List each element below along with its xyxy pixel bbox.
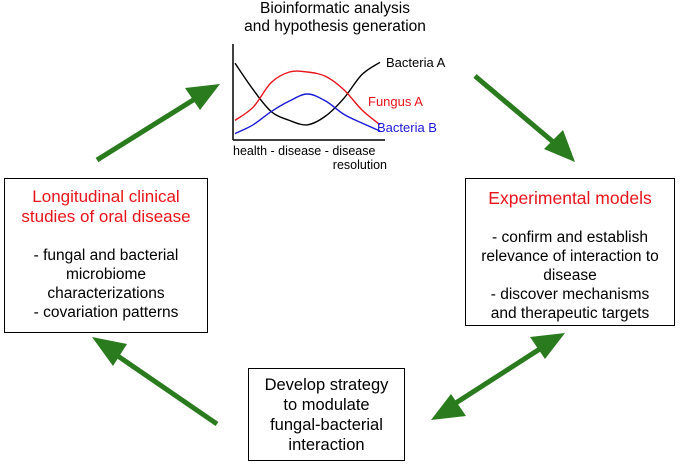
box-clinical-line-1: - fungal and bacterial (33, 247, 179, 264)
box-clinical-line-4: - covariation patterns (33, 304, 179, 321)
series-line-fungus-a (234, 70, 381, 126)
box-experimental-models: Experimental models - confirm and establ… (465, 178, 675, 326)
arrow-bottom-to-left (92, 337, 219, 427)
top-title-line-2: and hypothesis generation (244, 18, 426, 35)
chart-xlabel-line-2: resolution (332, 158, 387, 172)
box-clinical-line-2: microbiome (65, 266, 147, 283)
box-strategy-line-4: interaction (288, 436, 365, 454)
box-experimental-line-4: - discover mechanisms (490, 286, 650, 303)
box-strategy-line-3: fungal-bacterial (270, 416, 383, 434)
box-clinical-title-line-1: Longitudinal clinical (32, 187, 180, 206)
arrow-bottom-right-double (431, 333, 565, 420)
box-clinical-studies: Longitudinal clinical studies of oral di… (4, 178, 208, 333)
top-title: Bioinformatic analysis and hypothesis ge… (215, 0, 455, 36)
series-line-bacteria-a (234, 61, 381, 126)
box-develop-strategy: Develop strategy to modulate fungal-bact… (248, 368, 405, 461)
top-title-line-1: Bioinformatic analysis (260, 0, 410, 17)
box-experimental-body: - confirm and establish relevance of int… (466, 228, 674, 323)
box-experimental-line-3: disease (543, 267, 597, 284)
series-label-bacteria-a: Bacteria A (386, 55, 446, 70)
box-clinical-title-line-2: studies of oral disease (21, 207, 191, 226)
arrow-top-to-right (473, 74, 575, 162)
box-clinical-body: - fungal and bacterial microbiome charac… (5, 246, 207, 322)
box-experimental-line-5: and therapeutic targets (490, 305, 650, 322)
arrow-left-to-top (95, 84, 220, 163)
box-experimental-line-2: relevance of interaction to (481, 248, 659, 265)
box-experimental-title: Experimental models (488, 188, 652, 208)
box-clinical-line-3: characterizations (47, 285, 165, 302)
chart-xlabel-line-1: health - disease - disease (233, 144, 376, 158)
box-experimental-line-1: - confirm and establish (492, 229, 648, 246)
box-strategy-body: Develop strategy to modulate fungal-bact… (249, 375, 404, 455)
series-label-fungus-a: Fungus A (368, 94, 423, 109)
box-clinical-title: Longitudinal clinical studies of oral di… (5, 187, 207, 227)
series-line-bacteria-b (234, 93, 381, 135)
series-label-bacteria-b: Bacteria B (377, 120, 437, 135)
box-strategy-line-1: Develop strategy (264, 376, 389, 394)
chart-xlabel: health - disease - disease resolution (233, 144, 393, 172)
box-strategy-line-2: to modulate (283, 396, 370, 414)
